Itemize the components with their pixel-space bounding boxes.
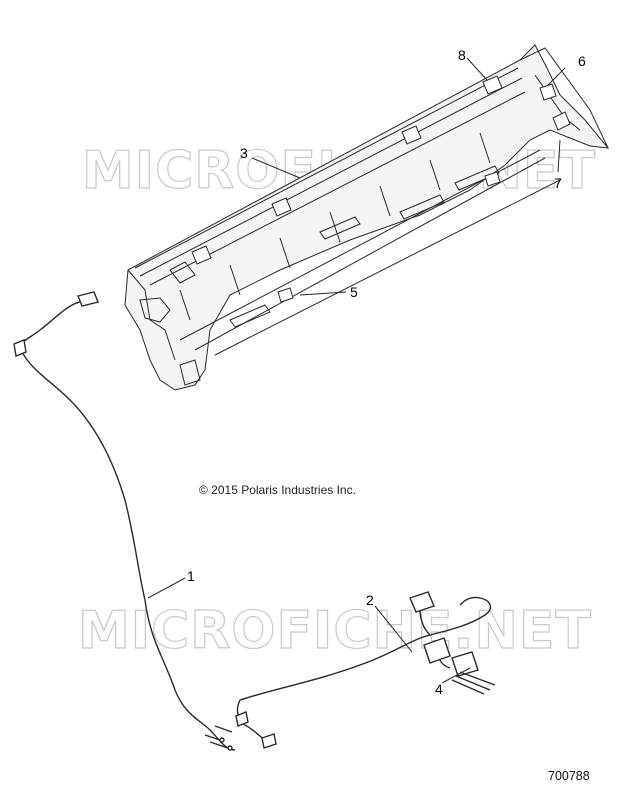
callout-2: 2 <box>366 592 374 608</box>
wire-harness-2 <box>235 591 496 749</box>
document-number: 700788 <box>548 769 590 783</box>
callout-7: 7 <box>554 175 562 191</box>
callout-6: 6 <box>578 53 586 69</box>
panel-assembly <box>124 44 610 391</box>
fastener-clips <box>191 75 571 303</box>
callout-1: 1 <box>187 568 195 584</box>
wire-harness-1 <box>13 291 236 751</box>
copyright-notice: © 2015 Polaris Industries Inc. <box>199 483 356 497</box>
callout-5: 5 <box>350 284 358 300</box>
callout-3: 3 <box>240 145 248 161</box>
watermark-bottom: MICROFICHE.NET <box>78 601 592 661</box>
callout-8: 8 <box>458 47 466 63</box>
leader-lines <box>147 57 566 684</box>
callout-4: 4 <box>435 681 443 697</box>
